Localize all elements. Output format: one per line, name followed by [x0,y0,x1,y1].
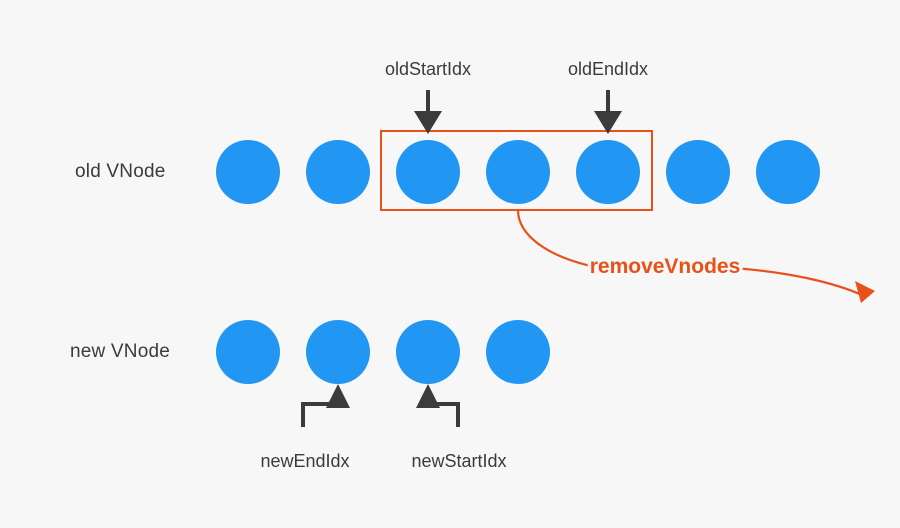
old-vnode-node[interactable] [756,140,820,204]
pointer-label-oldstartidx: oldStartIdx [384,59,472,79]
removevnodes-leader-curve [516,208,875,303]
oldendidx-arrow [594,90,622,134]
new-vnode-node[interactable] [306,320,370,384]
oldstartidx-arrow [414,90,442,134]
newstartidx-arrow [416,384,460,427]
old-vnode-node[interactable] [396,140,460,204]
row-label-new-vnode: new VNode [70,341,171,362]
new-vnode-node[interactable] [216,320,280,384]
newendidx-arrow [301,384,350,427]
old-vnode-node[interactable] [486,140,550,204]
new-vnode-node[interactable] [396,320,460,384]
operation-label-removevnodes: removeVnodes [587,255,743,279]
old-vnode-node-group [216,140,820,204]
pointer-label-newendidx: newEndIdx [260,451,350,471]
old-vnode-node[interactable] [216,140,280,204]
pointer-label-oldendidx: oldEndIdx [567,59,649,79]
new-vnode-node-group [216,320,550,384]
new-vnode-node[interactable] [486,320,550,384]
pointer-label-newstartidx: newStartIdx [411,451,507,471]
row-label-old-vnode: old VNode [75,161,166,182]
old-vnode-node[interactable] [576,140,640,204]
old-vnode-node[interactable] [666,140,730,204]
old-vnode-node[interactable] [306,140,370,204]
remove-range-box[interactable] [380,130,653,211]
